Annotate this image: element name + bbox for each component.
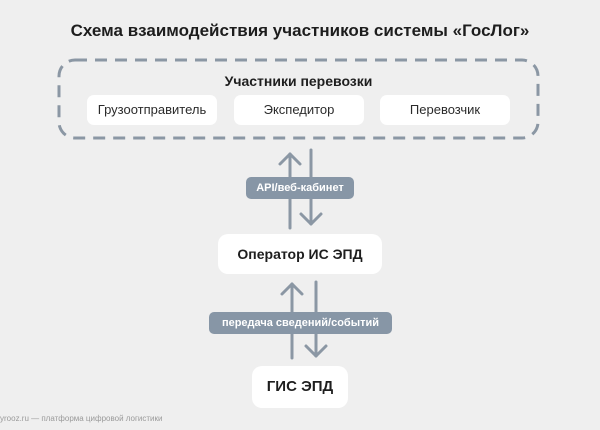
operator-node: Оператор ИС ЭПД [218, 234, 382, 274]
link-badge-api: API/веб-кабинет [246, 177, 354, 199]
participant-shipper: Грузоотправитель [87, 95, 217, 125]
participants-group: Участники перевозки Грузоотправитель Экс… [57, 58, 540, 140]
participant-carrier: Перевозчик [380, 95, 510, 125]
link-badge-events: передача сведений/событий [209, 312, 392, 334]
footer-text: yrooz.ru — платформа цифровой логистики [0, 414, 163, 423]
participant-forwarder: Экспедитор [234, 95, 364, 125]
participants-group-border [57, 58, 540, 140]
gis-node: ГИС ЭПД [252, 366, 348, 408]
participants-group-title: Участники перевозки [224, 73, 373, 89]
diagram-title: Схема взаимодействия участников системы … [70, 21, 530, 40]
